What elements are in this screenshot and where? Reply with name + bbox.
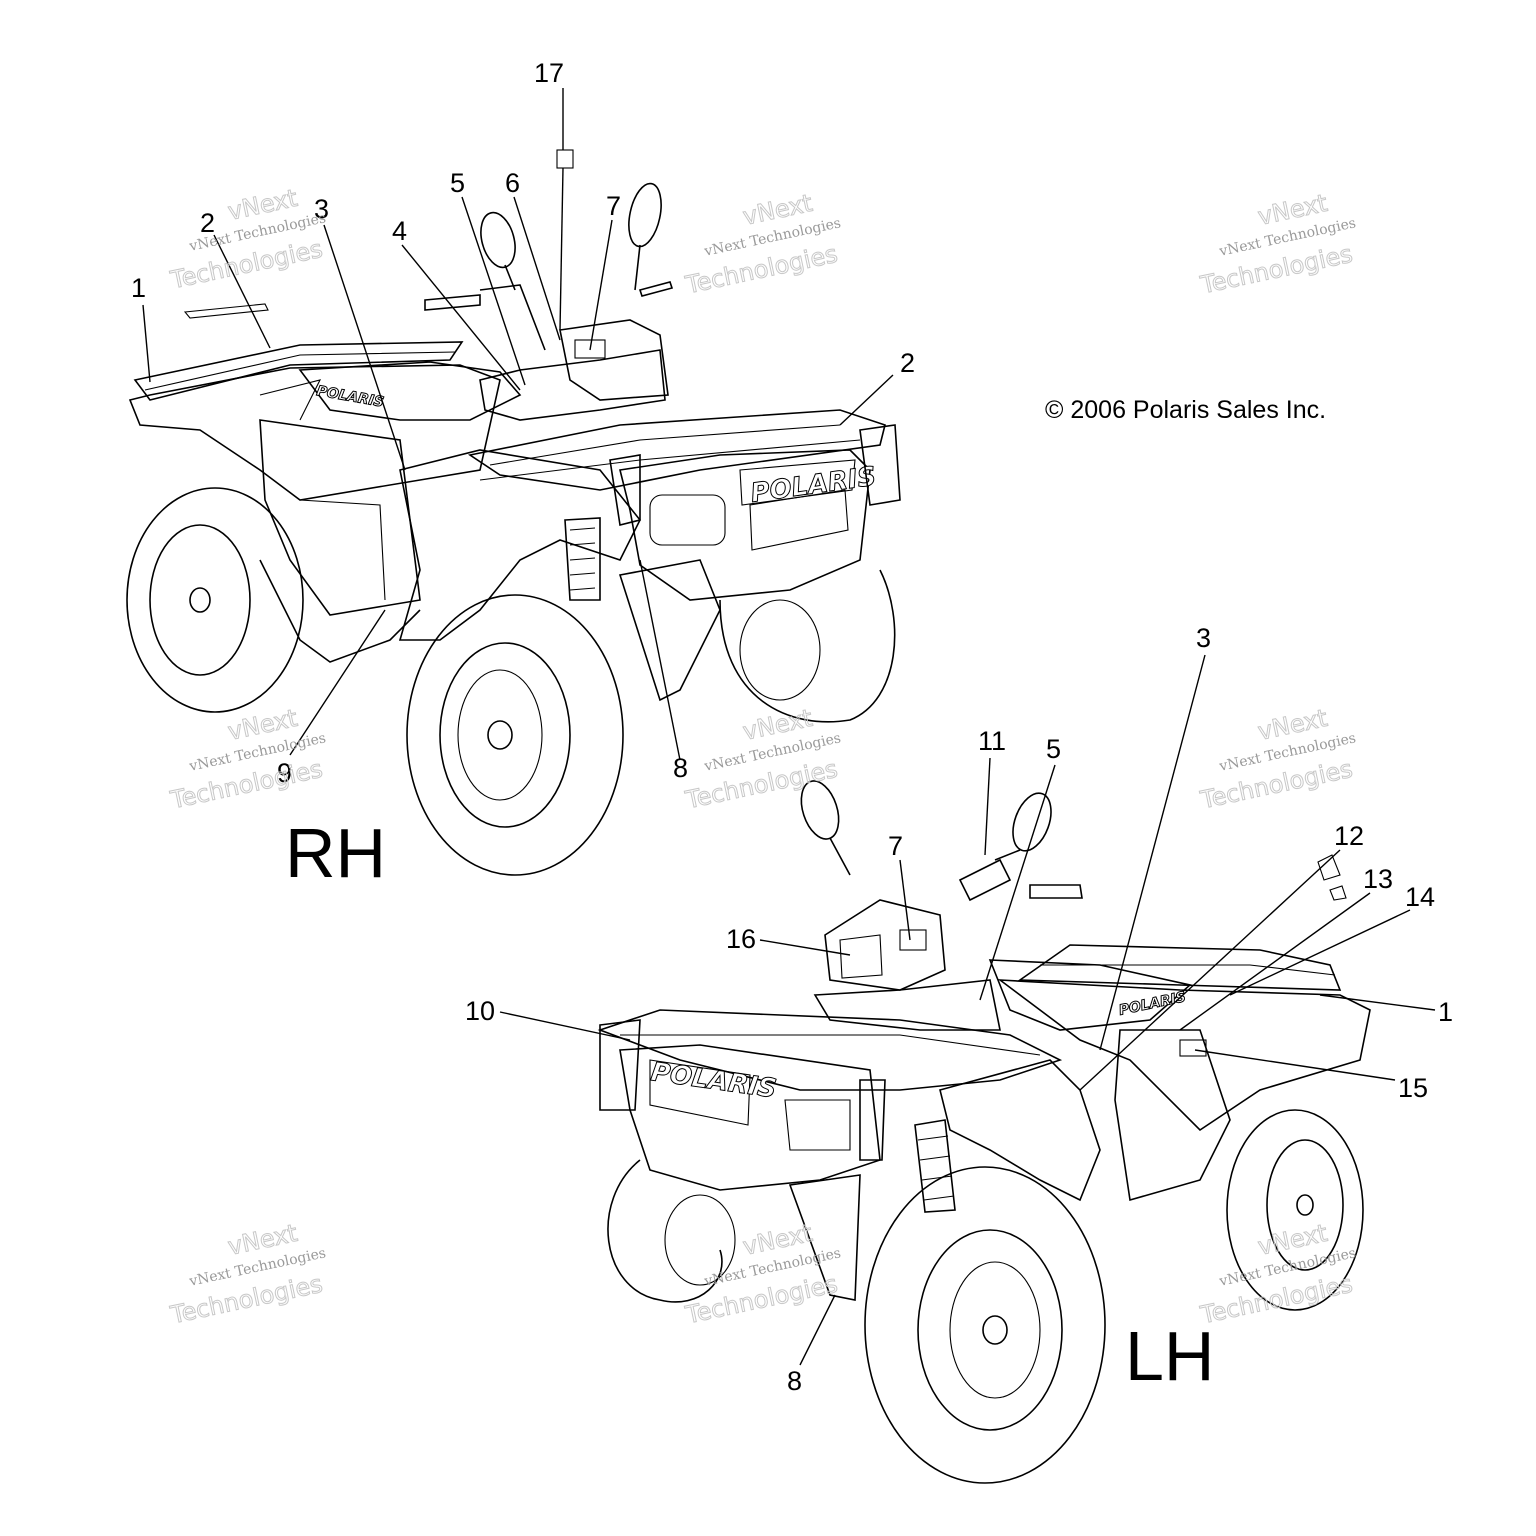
callout-rh-17: 17 (534, 58, 564, 88)
copyright-text: © 2006 Polaris Sales Inc. (1045, 396, 1326, 424)
watermark-1: vNext vNext Technologies Technologies (167, 183, 328, 295)
callout-lh-7: 7 (888, 831, 903, 861)
callout-rh-5: 5 (450, 168, 465, 198)
watermark-8: vNext vNext Technologies Technologies (682, 1218, 843, 1330)
callout-lh-5: 5 (1046, 734, 1061, 764)
watermark-2: vNext vNext Technologies Technologies (682, 188, 843, 300)
view-label-rh: RH (285, 814, 386, 892)
atv-lh-illustration: POLARIS POLARIS (597, 780, 1371, 1484)
view-label-lh: LH (1125, 1317, 1214, 1395)
watermark-group: vNext vNext Technologies Technologies vN… (167, 183, 1358, 1330)
watermark-6: vNext vNext Technologies Technologies (1197, 703, 1358, 815)
callout-rh-9: 9 (277, 758, 292, 788)
callout-rh-3: 3 (314, 194, 329, 224)
callout-lh-1: 1 (1438, 997, 1453, 1027)
polaris-logo-rh-front: POLARIS (749, 462, 878, 509)
callout-lh-11: 11 (978, 726, 1006, 756)
watermark-4: vNext vNext Technologies Technologies (167, 703, 328, 815)
callout-rh-1: 1 (131, 273, 146, 303)
callout-lh-10: 10 (465, 996, 495, 1026)
watermark-5: vNext vNext Technologies Technologies (682, 703, 843, 815)
callout-lh-13: 13 (1363, 864, 1393, 894)
callout-rh-6: 6 (505, 168, 520, 198)
callout-lh-15: 15 (1398, 1073, 1428, 1103)
callout-lh-14: 14 (1405, 882, 1435, 912)
callout-rh-7: 7 (606, 191, 621, 221)
watermark-7: vNext vNext Technologies Technologies (167, 1218, 328, 1330)
polaris-logo-lh-side: POLARIS (1118, 989, 1188, 1019)
polaris-logo-rh-side: POLARIS (315, 383, 385, 411)
watermark-9: vNext vNext Technologies Technologies (1197, 1218, 1358, 1330)
callout-lh-16: 16 (726, 924, 756, 954)
watermark-3: vNext vNext Technologies Technologies (1197, 188, 1358, 300)
callout-lh-3: 3 (1196, 623, 1211, 653)
leader-lines (142, 88, 1436, 1366)
callout-rh-2a: 2 (200, 208, 215, 238)
callout-lh-8: 8 (787, 1366, 802, 1396)
polaris-logo-lh-front: POLARIS (649, 1057, 778, 1104)
callout-rh-2b: 2 (900, 348, 915, 378)
callout-rh-4: 4 (392, 216, 407, 246)
callout-lh-12: 12 (1334, 821, 1364, 851)
callout-labels: 17 5 6 7 3 4 2 1 2 9 8 3 11 5 12 13 14 7… (131, 58, 1453, 1396)
callout-rh-8: 8 (673, 753, 688, 783)
